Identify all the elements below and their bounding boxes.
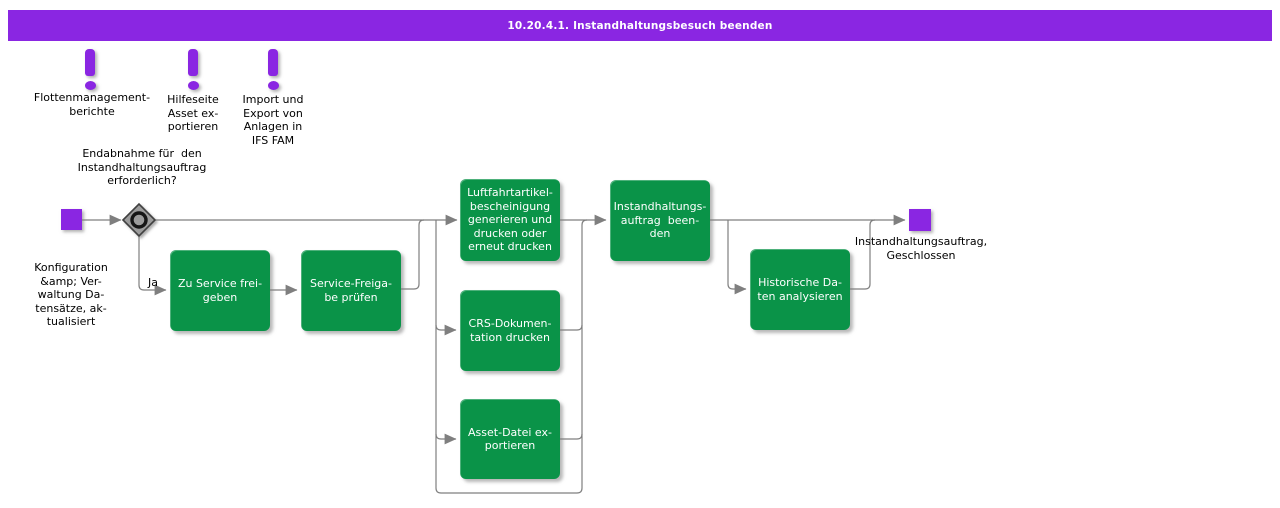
task-label: Historische Da- ten analysieren: [757, 276, 843, 303]
annotation-icon[interactable]: [187, 49, 199, 90]
task-label: Zu Service frei- geben: [177, 277, 263, 304]
exclusive-gateway[interactable]: [121, 202, 157, 238]
annotation-label: Flottenmanagement- berichte: [33, 91, 151, 118]
task-crs-dokumentation-drucken[interactable]: CRS-Dokumen- tation drucken: [460, 290, 560, 371]
task-luftfahrtartikel-bescheinigung[interactable]: Luftfahrtartikel- bescheinigung generier…: [460, 179, 560, 261]
annotation-icon[interactable]: [267, 49, 279, 90]
exclamation-dot: [84, 81, 96, 90]
flow-into-crs: [435, 324, 457, 336]
exclamation-dot: [187, 81, 199, 90]
flow-historisch-merge: [850, 219, 876, 290]
gateway-question-label: Endabnahme für den Instandhaltungsauftra…: [77, 147, 207, 187]
exclamation-bar: [188, 49, 198, 76]
exclamation-bar: [85, 49, 95, 76]
task-zu-service-freigeben[interactable]: Zu Service frei- geben: [170, 250, 270, 331]
diagram-title: 10.20.4.1. Instandhaltungsbesuch beenden: [507, 19, 773, 32]
task-label: CRS-Dokumen- tation drucken: [468, 317, 552, 344]
annotation-label: Import und Export von Anlagen in IFS FAM: [242, 93, 304, 147]
start-event[interactable]: [61, 209, 82, 230]
flow-crs-out: [560, 324, 583, 331]
diagram-title-bar: 10.20.4.1. Instandhaltungsbesuch beenden: [8, 10, 1272, 41]
task-asset-datei-exportieren[interactable]: Asset-Datei ex- portieren: [460, 399, 560, 479]
task-label: Asset-Datei ex- portieren: [468, 425, 552, 453]
flow-pruefen-merge: [401, 219, 425, 290]
exclamation-dot: [267, 81, 279, 90]
annotation-label: Hilfeseite Asset ex- portieren: [167, 93, 219, 133]
end-event-label: Instandhaltungsauftrag, Geschlossen: [854, 235, 988, 262]
start-event-label: Konfiguration &amp; Ver- waltung Da- ten…: [34, 261, 108, 328]
exclamation-bar: [268, 49, 278, 76]
flow-gateway-down-ja: [138, 236, 167, 296]
flow-into-asset: [435, 433, 457, 445]
branch-label-ja: Ja: [148, 276, 158, 289]
task-historische-daten-analysieren[interactable]: Historische Da- ten analysieren: [750, 249, 850, 330]
flow-into-historisch: [727, 220, 747, 295]
end-event[interactable]: [909, 209, 931, 231]
task-label: Service-Freiga- be prüfen: [310, 277, 392, 304]
annotation-icon[interactable]: [84, 49, 96, 90]
flow-parallel-loop: [435, 219, 588, 494]
task-label: Instandhaltungs- auftrag been- den: [613, 200, 707, 241]
task-service-freigabe-pruefen[interactable]: Service-Freiga- be prüfen: [301, 250, 401, 331]
flow-asset-out: [560, 433, 583, 440]
task-label: Luftfahrtartikel- bescheinigung generier…: [467, 186, 553, 254]
task-instandhaltungsauftrag-beenden[interactable]: Instandhaltungs- auftrag been- den: [610, 180, 710, 261]
